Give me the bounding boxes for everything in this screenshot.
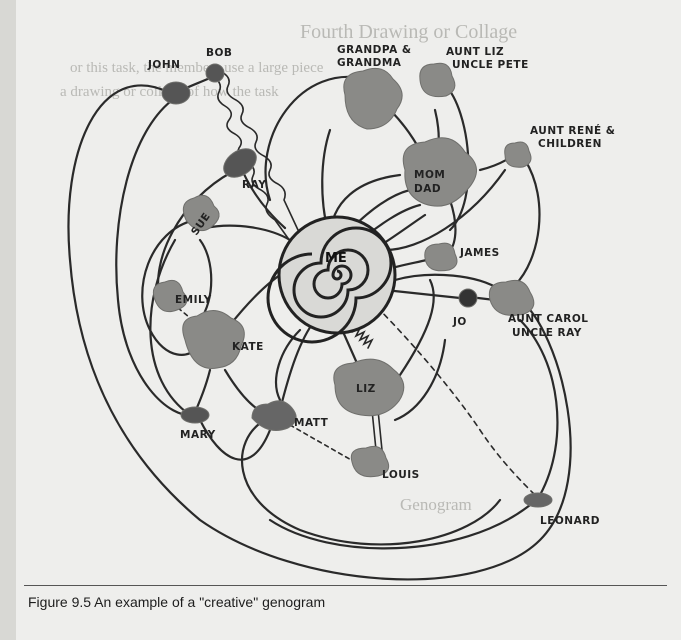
label-auntliz-1: AUNT LIZ (446, 46, 504, 58)
leonard-blob (524, 493, 552, 507)
label-auntcarol-1: AUNT CAROL (508, 313, 588, 325)
label-james: JAMES (459, 247, 500, 259)
mary-blob (181, 407, 209, 423)
label-john: JOHN (147, 59, 180, 71)
label-bob: BOB (206, 47, 232, 59)
label-auntrene-2: CHILDREN (538, 138, 602, 150)
auntrene-blob (505, 142, 531, 167)
auntliz-blob (420, 63, 455, 96)
label-grandparents-2: GRANDMA (337, 57, 402, 69)
john-blob (162, 82, 190, 104)
label-louis: LOUIS (382, 469, 420, 481)
label-liz: LIZ (356, 383, 376, 395)
james-blob (425, 243, 457, 271)
label-grandparents-1: GRANDPA & (337, 44, 412, 56)
label-leonard: LEONARD (540, 515, 600, 527)
background-heading: Fourth Drawing or Collage (300, 21, 517, 43)
label-mom: MOM (414, 169, 445, 181)
background-footer-heading: Genogram (400, 495, 472, 514)
me-label: ME (325, 251, 347, 266)
bob-blob (206, 64, 224, 82)
label-ray: RAY (242, 179, 266, 191)
figure-caption: Figure 9.5 An example of a "creative" ge… (28, 594, 325, 610)
label-auntrene-1: AUNT RENÉ & (530, 124, 615, 137)
background-line-1: or this task, the members use a large pi… (70, 60, 324, 76)
label-auntliz-2: UNCLE PETE (452, 59, 529, 71)
label-kate: KATE (232, 341, 264, 353)
label-emily: EMILY (175, 294, 212, 306)
caption-divider (24, 585, 667, 586)
label-jo: JO (452, 316, 467, 328)
label-matt: MATT (294, 417, 329, 429)
label-mary: MARY (180, 429, 216, 441)
label-dad: DAD (414, 183, 441, 195)
jo-blob (459, 289, 477, 307)
label-auntcarol-2: UNCLE RAY (512, 327, 582, 339)
